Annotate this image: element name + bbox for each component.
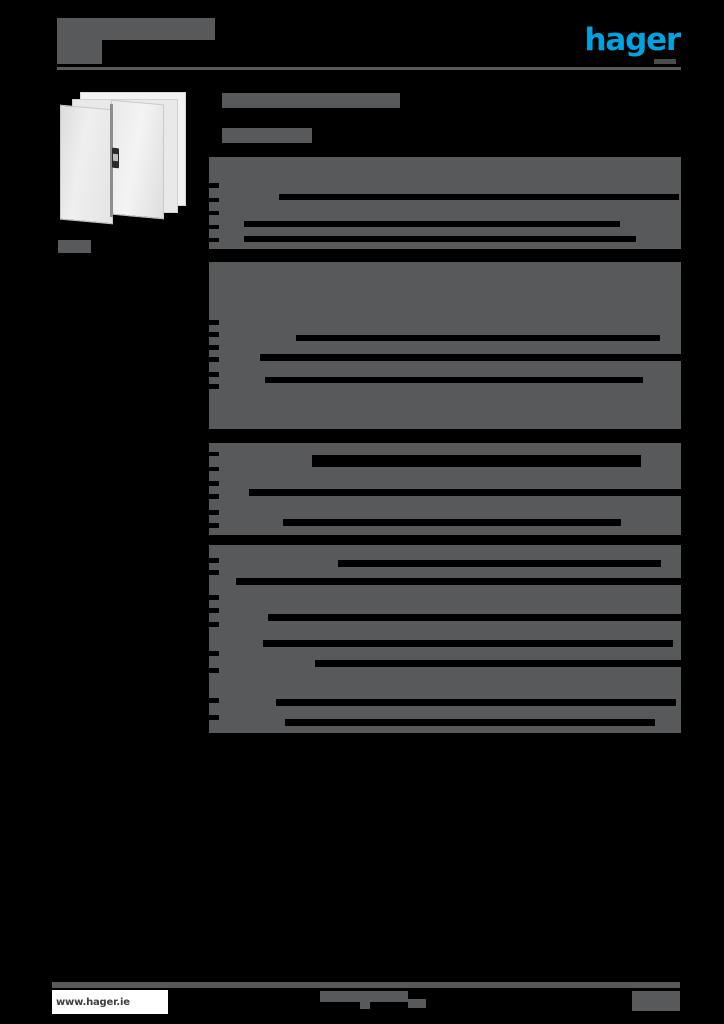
leader-gap bbox=[296, 335, 660, 341]
page-title-line-2 bbox=[57, 40, 102, 64]
leader-gap bbox=[279, 194, 679, 200]
row-gap bbox=[209, 715, 219, 720]
row-gap bbox=[209, 345, 219, 350]
trademark-mark-icon bbox=[654, 59, 676, 64]
product-image-caption bbox=[58, 240, 91, 253]
leader-gap bbox=[228, 249, 681, 253]
section-subtitle bbox=[222, 128, 312, 143]
row-gap bbox=[209, 608, 219, 613]
row-gap bbox=[209, 332, 219, 337]
row-gap bbox=[209, 510, 219, 515]
leader-gap bbox=[312, 455, 641, 467]
row-gap bbox=[209, 211, 219, 215]
row-gap bbox=[209, 523, 219, 528]
hager-logo: hager bbox=[580, 22, 682, 64]
enclosure-door-left bbox=[60, 104, 113, 225]
enclosure-handle-icon bbox=[112, 147, 119, 169]
row-gap bbox=[209, 238, 219, 242]
hager-logo-text: hager bbox=[584, 22, 682, 58]
leader-gap bbox=[213, 429, 681, 441]
row-gap bbox=[209, 622, 219, 627]
footer-website-link[interactable]: www.hager.ie bbox=[52, 990, 168, 1014]
leader-gap bbox=[315, 660, 681, 667]
leader-gap bbox=[260, 354, 681, 361]
leader-gap bbox=[244, 236, 636, 242]
leader-gap bbox=[285, 719, 655, 726]
spec-group-2 bbox=[209, 262, 681, 429]
row-gap bbox=[209, 357, 219, 362]
leader-gap bbox=[276, 699, 676, 706]
row-gap bbox=[209, 467, 219, 471]
spec-group-1 bbox=[209, 157, 681, 249]
row-gap bbox=[209, 494, 219, 499]
leader-gap bbox=[338, 560, 661, 567]
footer-divider bbox=[52, 982, 680, 988]
footer-note bbox=[320, 991, 408, 1002]
row-gap bbox=[209, 558, 219, 563]
leader-gap bbox=[263, 640, 673, 647]
row-gap bbox=[209, 481, 219, 486]
footer-note-secondary bbox=[408, 999, 426, 1008]
leader-gap bbox=[244, 221, 620, 227]
row-gap bbox=[209, 198, 219, 202]
footer-page-number bbox=[632, 991, 680, 1011]
row-gap bbox=[209, 651, 219, 656]
row-gap bbox=[209, 183, 219, 188]
product-image bbox=[58, 92, 186, 232]
leader-gap bbox=[265, 377, 643, 383]
header-divider bbox=[57, 67, 681, 70]
leader-gap bbox=[237, 253, 681, 258]
leader-gap bbox=[268, 614, 681, 621]
row-gap bbox=[209, 320, 219, 325]
leader-gap bbox=[283, 519, 621, 526]
row-gap bbox=[209, 384, 219, 389]
row-gap bbox=[209, 452, 219, 456]
row-gap bbox=[209, 668, 219, 673]
leader-gap bbox=[236, 578, 681, 585]
footer-website-label: www.hager.ie bbox=[56, 996, 130, 1008]
row-gap bbox=[209, 225, 219, 229]
row-gap bbox=[209, 595, 219, 600]
section-title bbox=[222, 93, 400, 108]
leader-gap bbox=[249, 489, 681, 496]
row-gap bbox=[209, 570, 219, 575]
row-gap bbox=[209, 372, 219, 377]
page-title-line-1 bbox=[57, 18, 215, 40]
row-gap bbox=[209, 698, 219, 703]
footer-note-tertiary bbox=[360, 1002, 370, 1009]
